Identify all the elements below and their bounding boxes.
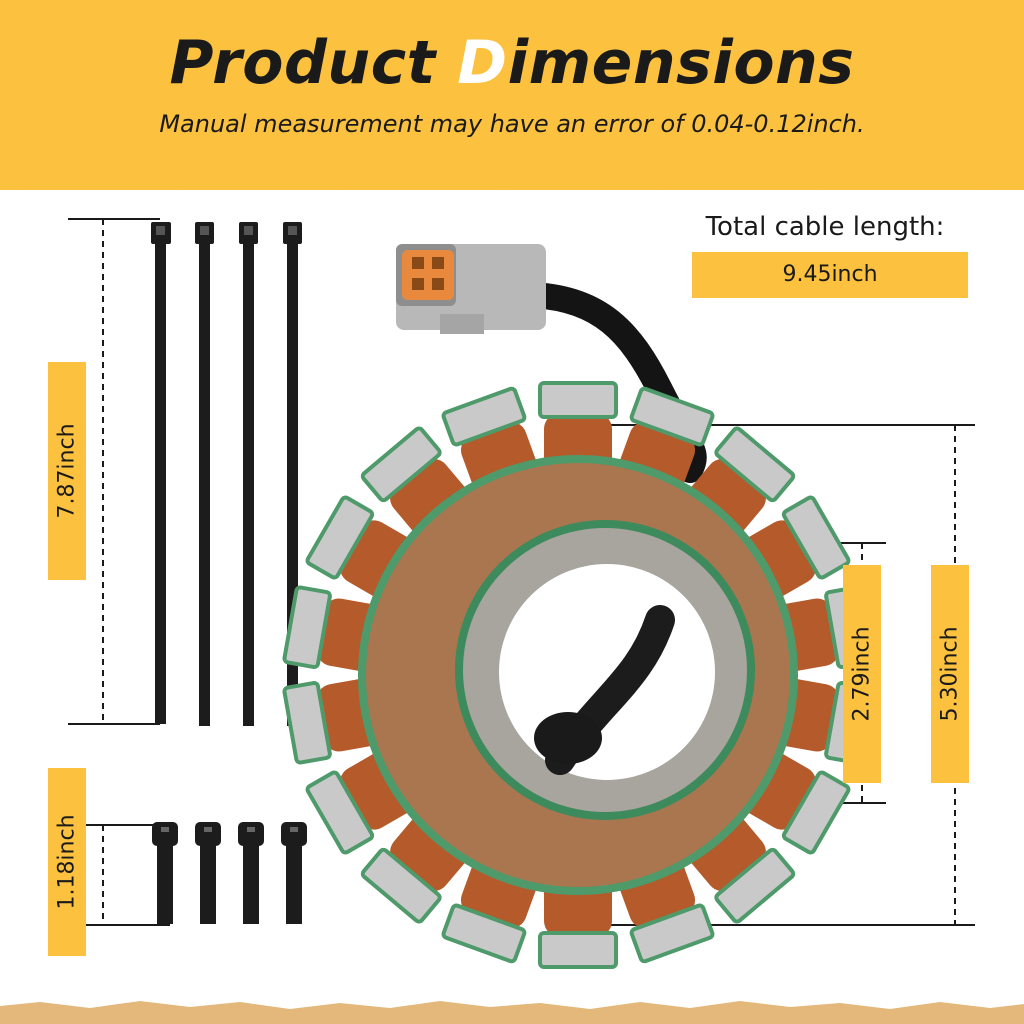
bolt-length-badge: 1.18inch (48, 768, 86, 956)
pole-tip (282, 585, 332, 669)
cable-tie-icon (195, 222, 214, 726)
title-part-1: Product (169, 28, 458, 98)
measurement-note: Manual measurement may have an error of … (159, 110, 865, 138)
pole-tip (305, 495, 375, 580)
stator-icon (282, 381, 874, 969)
tie-length-value: 7.87inch (54, 423, 80, 519)
tie-length-badge: 7.87inch (48, 362, 86, 580)
cable-tie-icon (283, 222, 302, 726)
inner-diameter-value: 2.79inch (849, 626, 875, 722)
pole-tip (441, 386, 527, 447)
pole-tip (714, 426, 796, 503)
bolt-icon (195, 822, 221, 924)
bolt-icon (152, 822, 178, 924)
title-accent-letter: D (457, 28, 508, 98)
pole-tip (538, 381, 618, 419)
pole-tip (629, 903, 715, 964)
pole-tip (538, 931, 618, 969)
bolt-icon (238, 822, 264, 924)
pole-tip (360, 847, 442, 924)
bolt-icon (281, 822, 307, 924)
pole-tip (629, 386, 715, 447)
connector-icon (396, 244, 546, 334)
stator-pole (687, 812, 796, 924)
cable-length-label: Total cable length: (705, 212, 945, 242)
pole-tip (305, 770, 375, 855)
pole-tip (441, 903, 527, 964)
pole-tip (360, 426, 442, 503)
page-title: Product Dimensions (0, 28, 1024, 98)
cable-tie-icon (151, 222, 171, 724)
bottom-edge (0, 1001, 1024, 1024)
bolt-length-value: 1.18inch (54, 814, 80, 910)
title-part-2: imensions (507, 28, 855, 98)
inner-diameter-badge: 2.79inch (843, 565, 881, 783)
header-banner (0, 0, 1024, 190)
torn-edge (0, 172, 1024, 187)
pole-tip (282, 681, 332, 765)
pole-tip (781, 770, 851, 855)
cable-length-value: 9.45inch (692, 252, 968, 298)
pole-tip (781, 495, 851, 580)
pole-tip (714, 847, 796, 924)
tie-dimension-lines (68, 218, 160, 725)
outer-diameter-badge: 5.30inch (931, 565, 969, 783)
outer-diameter-value: 5.30inch (937, 626, 963, 722)
cable-tie-icon (239, 222, 258, 726)
